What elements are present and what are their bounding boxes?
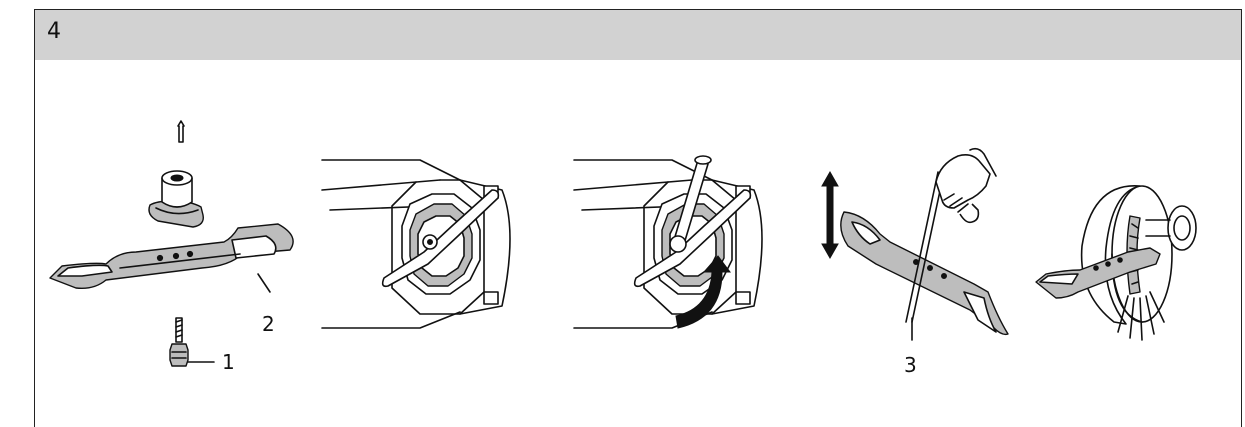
callout-balance-rod: 3 (904, 353, 917, 377)
callout-blade: 2 (262, 312, 275, 336)
blade-adapter-icon (148, 170, 204, 228)
rotate-arrow-icon (675, 255, 731, 329)
blade-grinding-icon (1035, 185, 1197, 341)
wrench-icon (669, 155, 712, 253)
sparks-icon (1117, 291, 1165, 341)
blade-bolt-icon (169, 317, 189, 367)
step-header: 4 (35, 10, 1241, 60)
step-number: 4 (47, 19, 61, 44)
blade-balance-check-icon: 3 (821, 147, 1009, 377)
callout-line-2 (257, 273, 271, 293)
callout-bolt: 1 (222, 350, 235, 374)
mower-blade-wrench-icon (573, 155, 763, 329)
vertical-double-arrow-icon (821, 170, 839, 260)
up-arrow-icon (177, 120, 185, 143)
mower-blade-icon (49, 223, 294, 290)
figure-frame: 4 (34, 9, 1242, 427)
blade-assembly-exploded-icon: 1 2 (49, 120, 294, 374)
mower-underside-blade-icon (321, 159, 511, 329)
hand-icon (935, 147, 997, 224)
